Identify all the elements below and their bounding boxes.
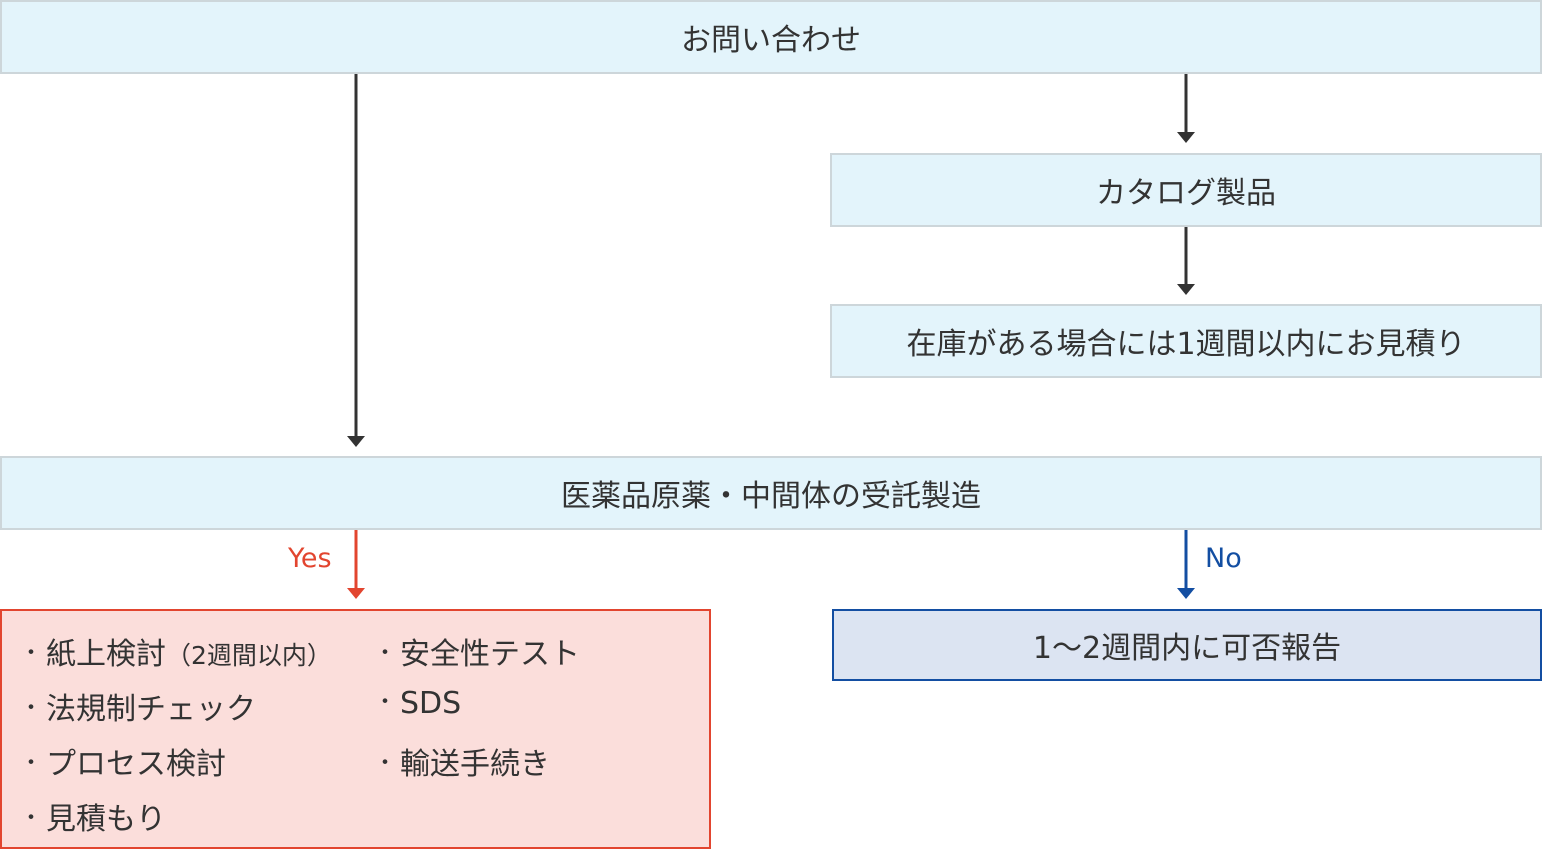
no-branch-label: No <box>1205 543 1242 574</box>
yes-item-process-review: ・プロセス検討 <box>20 739 226 783</box>
yes-item-transport: ・輸送手続き <box>374 739 550 783</box>
arrowhead-inquiry-to-contract <box>347 436 365 447</box>
transport-label: 輸送手続き <box>400 747 551 782</box>
stock-estimate-label: 在庫がある場合には1週間以内にお見積り <box>906 327 1466 362</box>
inquiry-label: お問い合わせ <box>681 23 861 58</box>
bullet: ・ <box>20 751 43 776</box>
safety-test-label: 安全性テスト <box>400 637 581 672</box>
estimate-label: 見積もり <box>46 802 167 837</box>
yes-item-sds: ・SDS <box>374 684 461 721</box>
arrowhead-catalog-to-stock <box>1177 284 1195 295</box>
catalog-product-node: カタログ製品 <box>830 153 1542 227</box>
no-result-label: 1〜2週間内に可否報告 <box>1032 631 1342 666</box>
yes-item-estimate: ・見積もり <box>20 794 166 838</box>
arrowhead-no <box>1177 588 1195 599</box>
yes-item-safety-test: ・安全性テスト <box>374 629 580 673</box>
inquiry-node: お問い合わせ <box>0 0 1542 74</box>
stock-estimate-node: 在庫がある場合には1週間以内にお見積り <box>830 304 1542 378</box>
paper-review-note: （2週間以内） <box>166 641 332 670</box>
yes-branch-label: Yes <box>288 543 332 574</box>
bullet: ・ <box>20 641 43 666</box>
process-review-label: プロセス検討 <box>46 747 227 782</box>
no-result-node: 1〜2週間内に可否報告 <box>832 609 1542 681</box>
yes-item-regulation-check: ・法規制チェック <box>20 684 256 728</box>
bullet: ・ <box>374 751 397 776</box>
yes-result-node: ・紙上検討（2週間以内） ・法規制チェック ・プロセス検討 ・見積もり ・安全性… <box>0 609 711 849</box>
bullet: ・ <box>20 806 43 831</box>
bullet: ・ <box>20 696 43 721</box>
arrowhead-yes <box>347 588 365 599</box>
contract-manufacturing-label: 医薬品原薬・中間体の受託製造 <box>561 479 981 514</box>
yes-item-paper-review: ・紙上検討（2週間以内） <box>20 629 332 673</box>
paper-review-label: 紙上検討 <box>46 637 167 672</box>
bullet: ・ <box>374 641 397 666</box>
arrowhead-inquiry-to-catalog <box>1177 132 1195 143</box>
contract-manufacturing-node: 医薬品原薬・中間体の受託製造 <box>0 456 1542 530</box>
regulation-check-label: 法規制チェック <box>46 692 257 727</box>
catalog-product-label: カタログ製品 <box>1096 176 1276 211</box>
bullet: ・ <box>374 690 397 715</box>
sds-label: SDS <box>400 686 462 721</box>
